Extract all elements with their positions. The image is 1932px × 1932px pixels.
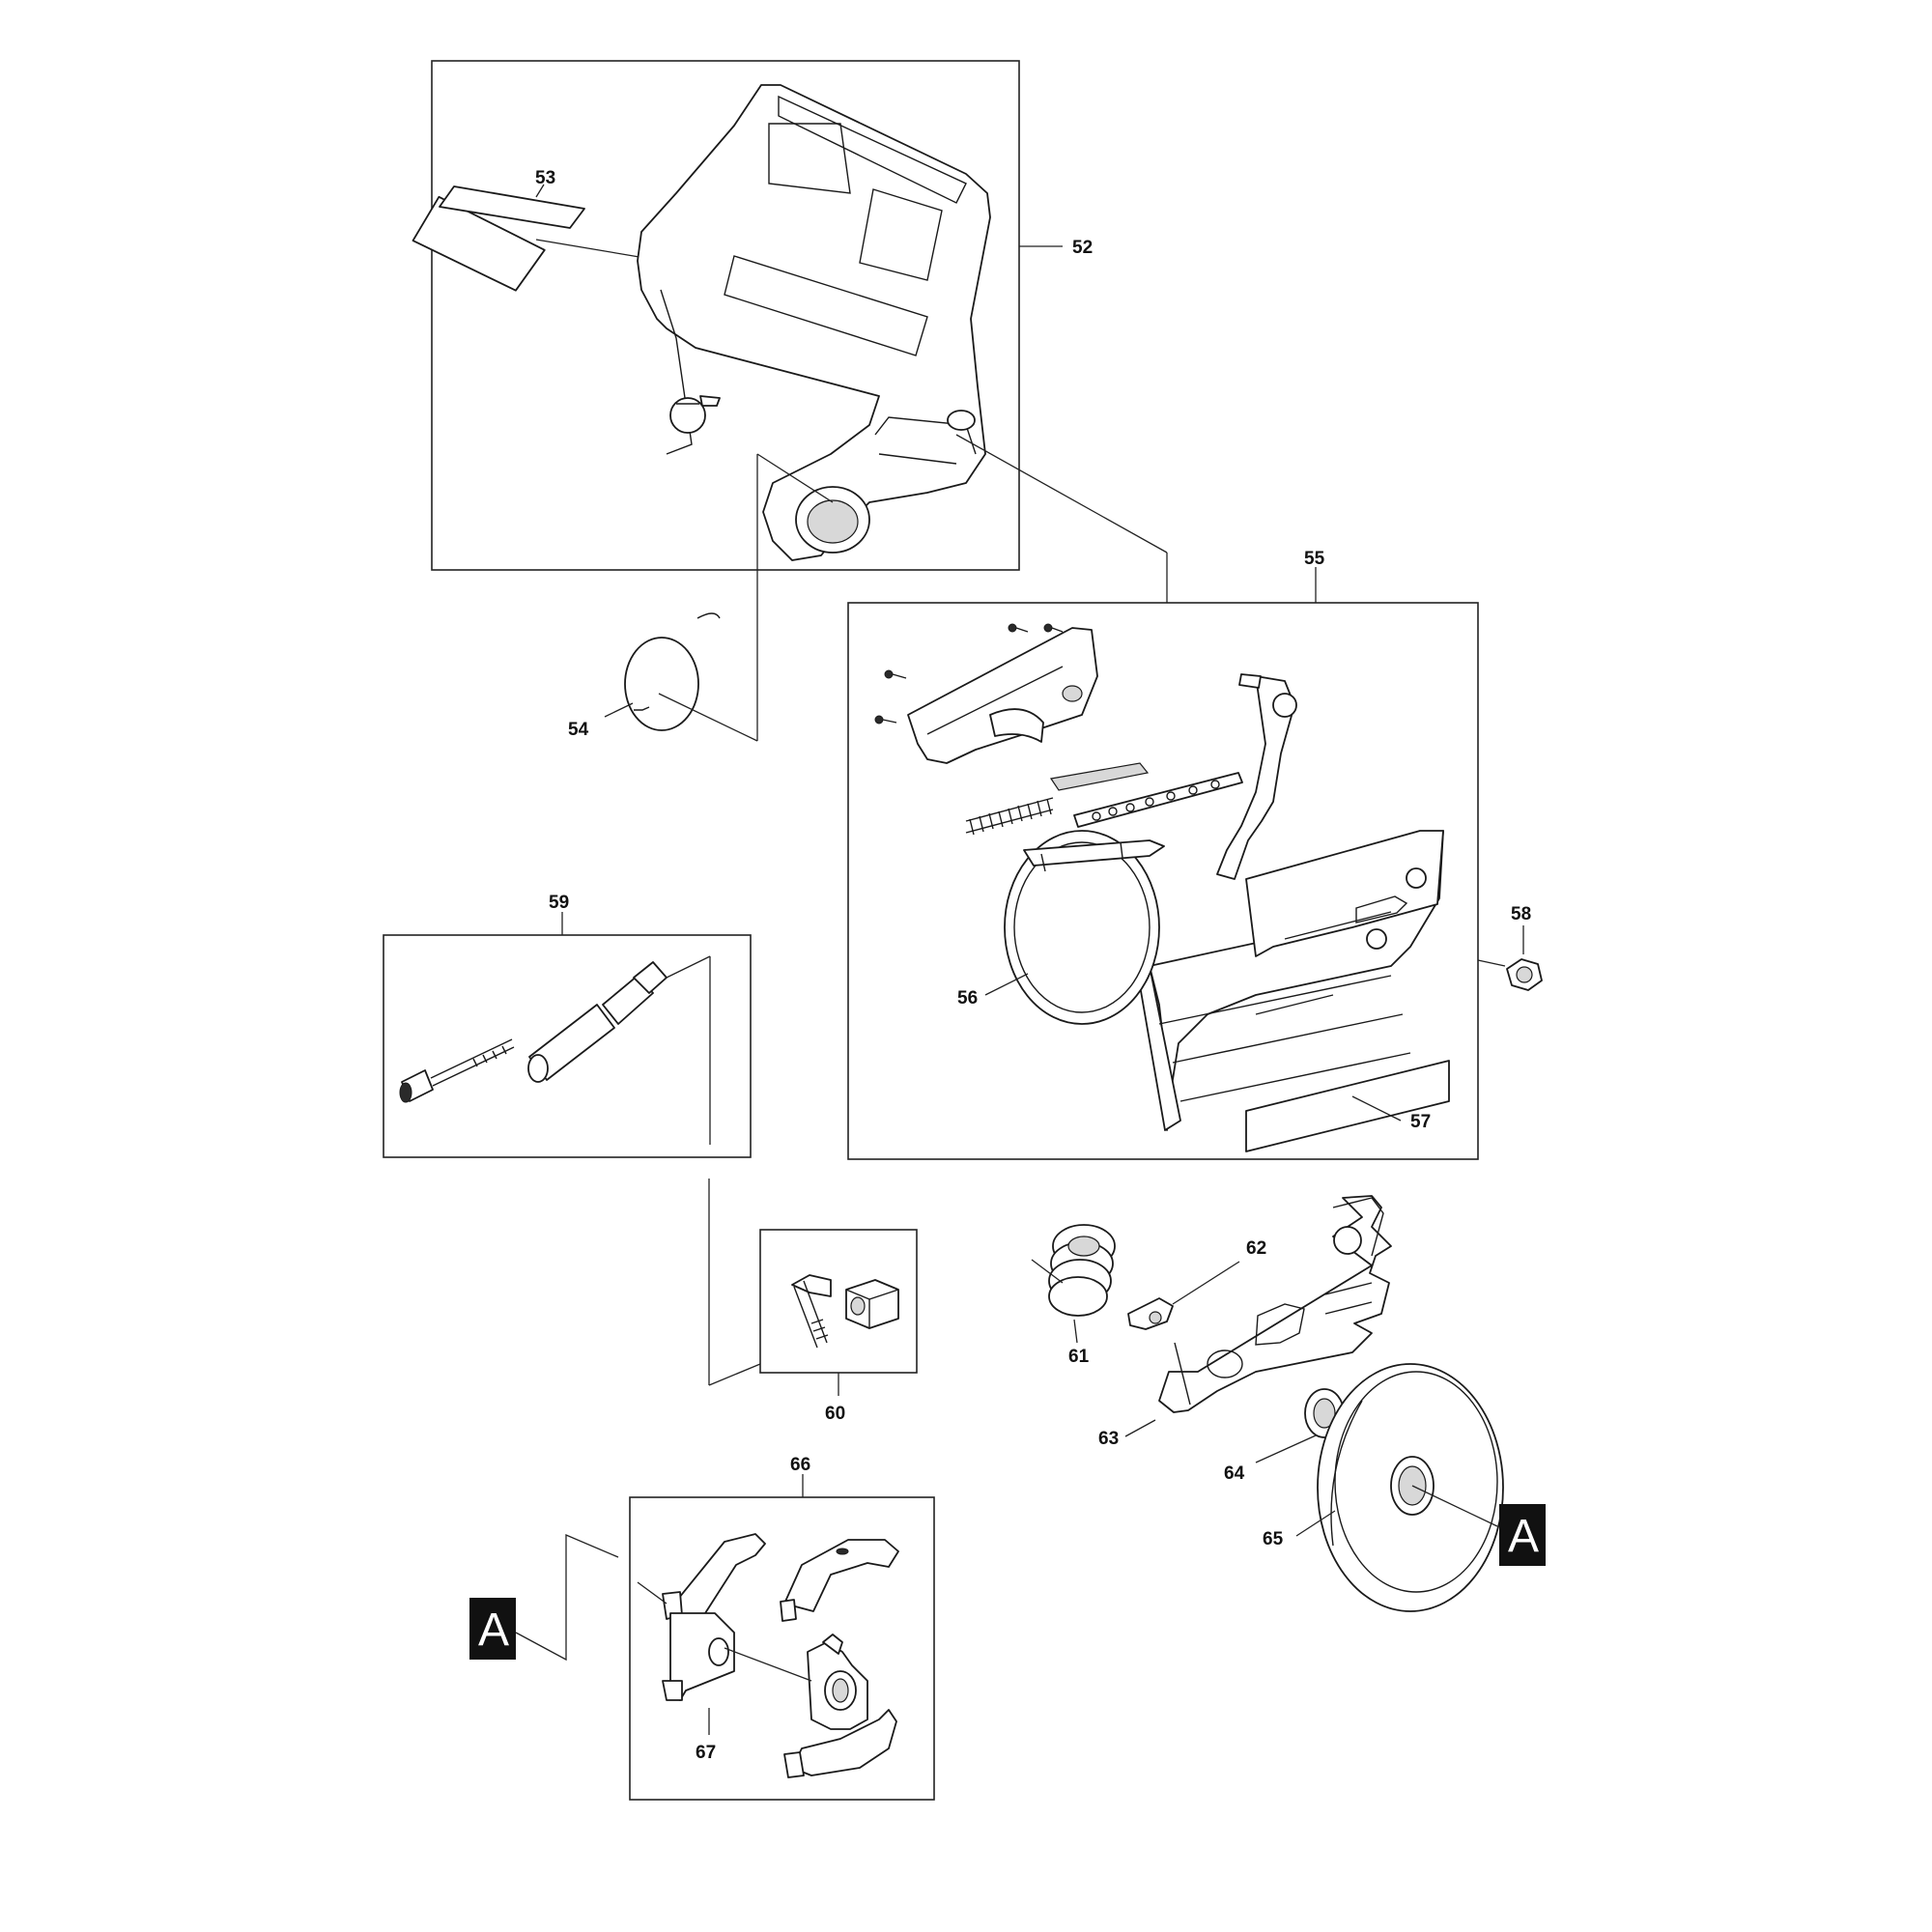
circlip-54 (604, 612, 758, 742)
ref-letter-a-left: A (478, 1605, 509, 1656)
ref-mark-a-right: A (1499, 1504, 1546, 1566)
brake-link-bar (1073, 772, 1243, 828)
nut-58 (1477, 925, 1543, 991)
label-54: 54 (568, 720, 589, 740)
label-66: 66 (790, 1455, 810, 1475)
brake-band-56 (1004, 830, 1165, 1025)
clutch-shoe-upper-right (780, 1539, 899, 1622)
label-61: 61 (1068, 1347, 1090, 1367)
box-55-side-cover: 55 (847, 549, 1479, 1160)
side-cover-part (1139, 830, 1444, 1131)
label-59: 59 (549, 893, 569, 913)
clutch-shoe-lower (783, 1709, 897, 1778)
tensioner-pin (791, 1274, 832, 1349)
box-52-handguard: 52 53 (412, 60, 1168, 741)
spring-61 (1031, 1224, 1116, 1344)
ref-letter-a-right: A (1508, 1511, 1539, 1562)
box-60-tensioner: 60 (759, 1229, 918, 1424)
part-62 (1127, 1261, 1240, 1330)
clutch-drum-65 (1295, 1363, 1504, 1612)
label-52: 52 (1072, 238, 1093, 258)
brake-plate (1049, 762, 1150, 791)
clutch-shoe-upper-left (662, 1533, 766, 1624)
clutch-spring-plate (662, 1612, 735, 1701)
label-58: 58 (1511, 904, 1531, 924)
box-66-clutch: 66 67 (629, 1455, 935, 1801)
label-67: 67 (696, 1743, 716, 1763)
label-60: 60 (825, 1404, 845, 1424)
cover-plate-63 (1158, 1195, 1392, 1413)
label-55: 55 (1304, 549, 1325, 569)
brake-lever-arm (1216, 673, 1297, 880)
brake-spring (965, 797, 1054, 836)
label-64: 64 (1224, 1463, 1245, 1484)
tensioner-block (845, 1279, 899, 1329)
label-56: 56 (957, 988, 978, 1009)
ref-mark-a-left: A (469, 1534, 619, 1662)
sticker-57 (1245, 1060, 1450, 1152)
handguard-part (637, 84, 991, 561)
adjuster-screw (399, 1038, 515, 1103)
label-65: 65 (1263, 1529, 1284, 1549)
clutch-hub (807, 1634, 868, 1730)
label-57: 57 (1410, 1112, 1431, 1132)
label-63: 63 (1098, 1429, 1119, 1449)
brake-lever-assembly (874, 623, 1098, 764)
box-59-chain-adjuster: 59 (383, 893, 752, 1158)
label-53: 53 (535, 168, 555, 188)
label-62: 62 (1246, 1238, 1266, 1259)
adjuster-tube (527, 961, 668, 1083)
